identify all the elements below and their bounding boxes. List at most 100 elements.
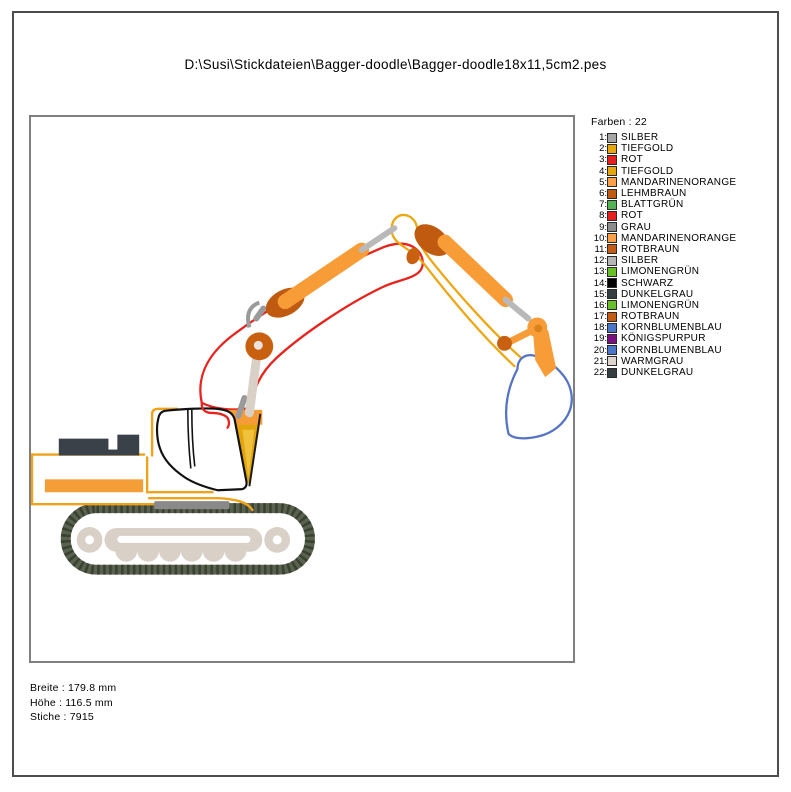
legend-row: 12: SILBER	[591, 255, 779, 266]
legend-row: 11: ROTBRAUN	[591, 244, 779, 255]
design-frame	[29, 115, 575, 663]
legend-color-swatch	[607, 210, 617, 221]
legend-color-label: KORNBLUMENBLAU	[621, 344, 722, 356]
legend-row: 18: KORNBLUMENBLAU	[591, 322, 779, 333]
legend-color-label: LIMONENGRÜN	[621, 266, 700, 278]
legend-color-index: 10:	[593, 232, 607, 244]
legend-color-label: SILBER	[621, 132, 659, 144]
piston-rod	[244, 347, 262, 418]
legend-color-index: 17:	[593, 311, 607, 323]
legend-color-swatch	[607, 356, 617, 367]
track-mount-bar	[154, 501, 230, 510]
bucket	[505, 354, 573, 440]
legend-color-index: 3:	[599, 154, 607, 166]
legend-row: 17: ROTBRAUN	[591, 311, 779, 322]
legend-color-swatch	[607, 333, 617, 344]
legend-color-index: 11:	[594, 243, 607, 255]
legend-color-label: TIEFGOLD	[621, 165, 674, 177]
legend-color-swatch	[607, 345, 617, 356]
legend-list: 1: SILBER 2: TIEFGOLD 3: ROT 4: TIEFGOLD…	[591, 132, 779, 378]
legend-color-label: DUNKELGRAU	[621, 367, 694, 379]
cab-window-divider	[187, 409, 192, 469]
legend-color-label: SILBER	[621, 255, 659, 267]
legend-color-label: GRAU	[621, 221, 652, 233]
legend-color-index: 16:	[593, 299, 607, 311]
legend-color-label: MANDARINENORANGE	[621, 176, 737, 188]
legend-color-label: LEHMBRAUN	[621, 188, 687, 200]
legend-row: 16: LIMONENGRÜN	[591, 300, 779, 311]
excavator-design	[31, 213, 573, 575]
legend-row: 8: ROT	[591, 210, 779, 221]
legend-color-label: ROTBRAUN	[621, 243, 680, 255]
legend-row: 15: DUNKELGRAU	[591, 289, 779, 300]
legend-color-label: TIEFGOLD	[621, 143, 674, 155]
legend-color-index: 15:	[593, 288, 607, 300]
hydraulic-cylinder-2	[414, 224, 532, 322]
legend-color-swatch	[607, 266, 617, 277]
legend-row: 19: KÖNIGSPURPUR	[591, 333, 779, 344]
legend-row: 4: TIEFGOLD	[591, 166, 779, 177]
legend-row: 3: ROT	[591, 154, 779, 165]
legend-color-index: 12:	[593, 255, 607, 267]
legend-row: 9: GRAU	[591, 222, 779, 233]
legend-color-index: 13:	[593, 266, 607, 278]
side-stripe	[44, 479, 144, 493]
legend-color-swatch	[607, 143, 617, 154]
piston-guide	[235, 394, 248, 419]
legend-color-swatch	[607, 244, 617, 255]
legend-color-swatch	[607, 255, 617, 266]
cab-red-trim	[200, 402, 231, 429]
legend-row: 20: KORNBLUMENBLAU	[591, 345, 779, 356]
legend-color-index: 5:	[599, 176, 607, 188]
legend-color-label: ROTBRAUN	[621, 311, 680, 323]
stat-stitches: Stiche : 7915	[30, 711, 94, 723]
legend-color-index: 21:	[593, 355, 607, 367]
legend-color-label: MANDARINENORANGE	[621, 232, 737, 244]
legend-color-label: BLATTGRÜN	[621, 199, 684, 211]
legend-row: 21: WARMGRAU	[591, 356, 779, 367]
legend-row: 7: BLATTGRÜN	[591, 199, 779, 210]
legend-color-swatch	[607, 132, 617, 143]
legend-color-swatch	[607, 188, 617, 199]
legend-color-label: KÖNIGSPURPUR	[621, 333, 706, 345]
stat-width: Breite : 179.8 mm	[30, 682, 117, 694]
color-legend: Farben : 22 1: SILBER 2: TIEFGOLD 3: ROT…	[591, 116, 779, 378]
legend-color-index: 18:	[593, 322, 607, 334]
legend-color-label: KORNBLUMENBLAU	[621, 322, 722, 334]
legend-title: Farben : 22	[591, 116, 647, 128]
legend-color-swatch	[607, 177, 617, 188]
legend-color-swatch	[607, 166, 617, 177]
legend-color-index: 14:	[593, 277, 607, 289]
legend-row: 2: TIEFGOLD	[591, 143, 779, 154]
legend-color-swatch	[607, 300, 617, 311]
legend-color-swatch	[607, 367, 617, 378]
main-boom	[199, 242, 424, 411]
file-path-title: D:\Susi\Stickdateien\Bagger-doodle\Bagge…	[184, 57, 607, 72]
legend-color-swatch	[607, 289, 617, 300]
legend-row: 6: LEHMBRAUN	[591, 188, 779, 199]
legend-color-index: 19:	[593, 333, 607, 345]
boom-tip-pin	[406, 247, 420, 265]
legend-color-label: DUNKELGRAU	[621, 288, 694, 300]
legend-color-index: 22:	[593, 367, 607, 379]
track	[60, 501, 315, 575]
legend-color-index: 20:	[593, 344, 607, 356]
legend-color-index: 8:	[599, 210, 607, 222]
hydraulic-cylinder-1	[235, 225, 420, 419]
legend-color-swatch	[607, 311, 617, 322]
legend-row: 22: DUNKELGRAU	[591, 367, 779, 378]
legend-color-label: ROT	[621, 154, 644, 166]
legend-row: 14: SCHWARZ	[591, 277, 779, 289]
legend-color-swatch	[607, 154, 617, 165]
legend-color-index: 2:	[599, 143, 607, 155]
legend-color-index: 9:	[599, 221, 607, 233]
legend-color-index: 4:	[599, 165, 607, 177]
cab	[155, 402, 248, 492]
legend-row: 1: SILBER	[591, 132, 779, 143]
legend-color-index: 1:	[599, 132, 607, 144]
engine-blocks	[58, 434, 140, 456]
stat-height: Höhe : 116.5 mm	[30, 696, 113, 709]
link-pin	[497, 335, 512, 351]
legend-color-swatch	[607, 278, 617, 289]
